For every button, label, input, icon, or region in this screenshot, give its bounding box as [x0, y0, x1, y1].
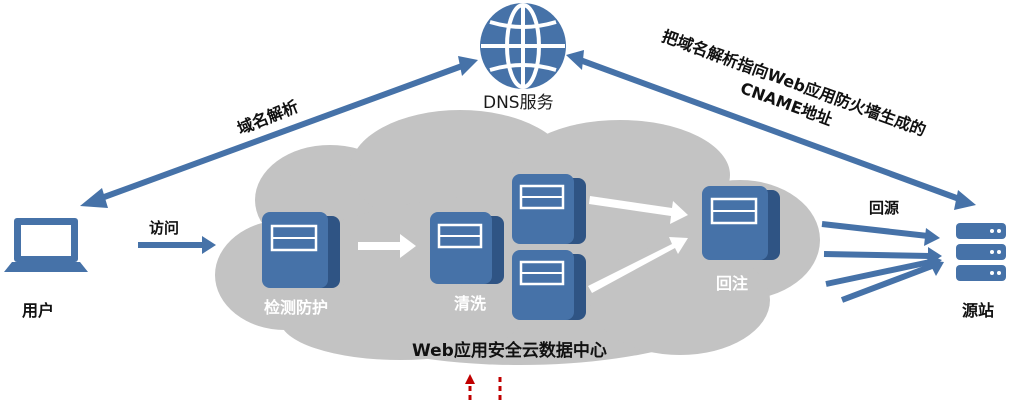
blue-arrows [94, 57, 964, 303]
blue-arrowheads [80, 50, 976, 276]
server-icon [262, 212, 340, 288]
laptop-icon [4, 218, 88, 272]
dns-label: DNS服务 [483, 93, 554, 113]
server-icon [512, 250, 586, 320]
server-icon [702, 186, 780, 260]
red-arrowhead [465, 374, 475, 384]
dashed-red-arrows [468, 376, 502, 400]
server-icon [430, 212, 504, 284]
server-stack-icon [956, 223, 1006, 281]
cloud-label: Web应用安全云数据中心 [412, 341, 607, 361]
origin-label: 源站 [962, 301, 995, 320]
clean-label: 清洗 [454, 294, 487, 313]
reinject-label: 回注 [716, 274, 749, 293]
server-icon [512, 174, 586, 244]
white-flow-arrows [358, 196, 688, 293]
detect-label: 检测防护 [264, 298, 329, 317]
user-label: 用户 [22, 301, 55, 320]
back-to-origin-label: 回源 [869, 199, 900, 217]
globe-icon [480, 3, 566, 89]
visit-label: 访问 [149, 219, 180, 237]
